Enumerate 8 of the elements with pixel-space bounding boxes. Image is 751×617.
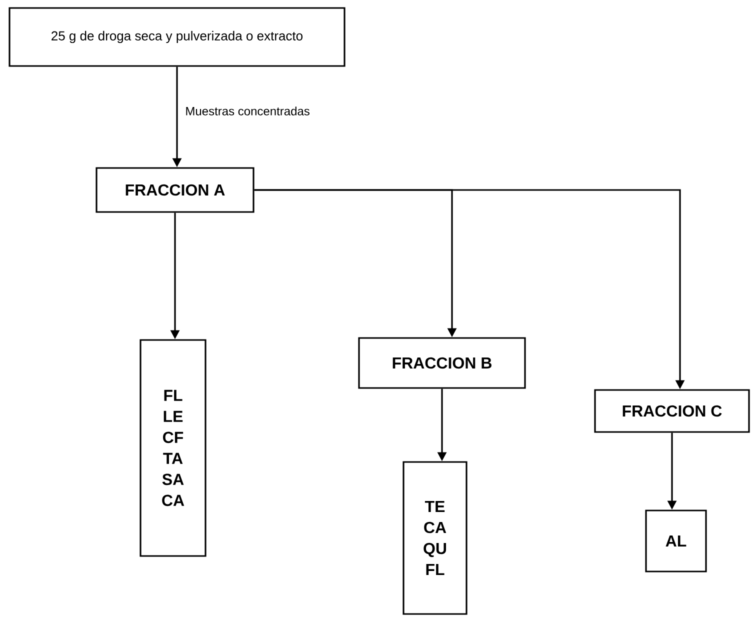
result-box: TE CA QU FL <box>402 461 468 615</box>
fraction-box: FRACCION B <box>358 337 526 389</box>
fraction-box: FRACCION A <box>96 167 254 213</box>
result-box: AL <box>645 510 707 572</box>
edge-label: Muestras concentradas <box>184 106 311 116</box>
fraction-box: FRACCION C <box>594 389 750 433</box>
process-box: 25 g de droga seca y pulverizada o extracto <box>8 7 346 67</box>
result-box: FL LE CF TA SA CA <box>140 339 206 557</box>
